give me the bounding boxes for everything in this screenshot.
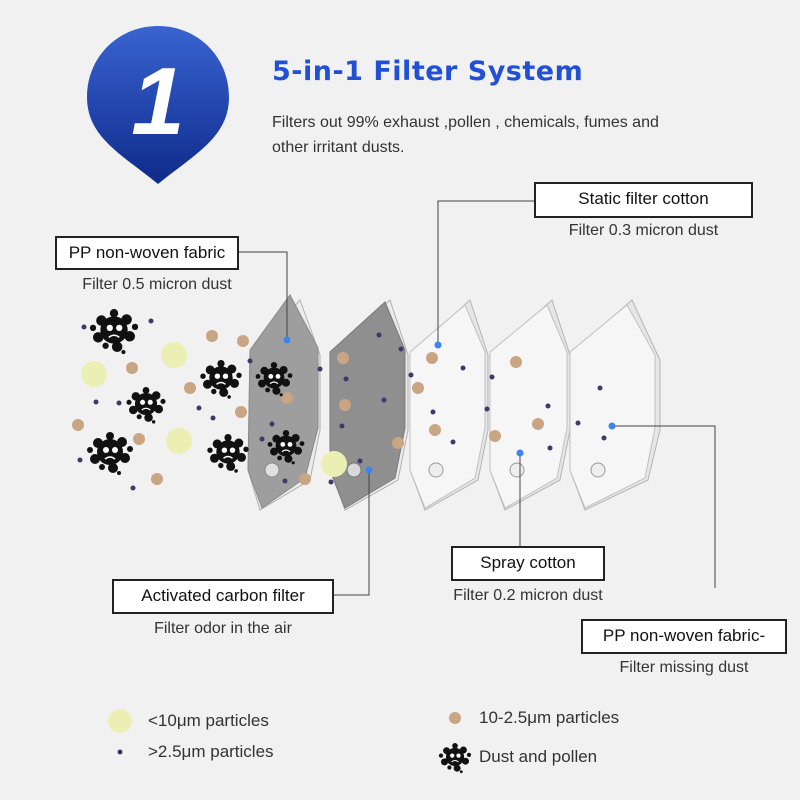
legend-small-label: >2.5μm particles <box>148 742 274 761</box>
layer-4-description: Filter 0.2 micron dust <box>453 587 603 604</box>
medium-particles <box>72 330 544 485</box>
layer-2-shape <box>329 299 409 511</box>
callout-dots <box>283 336 616 474</box>
large-particles <box>81 342 347 477</box>
legend-small-particles: >2.5μm particles <box>100 742 274 762</box>
page-subtitle: Filters out 99% exhaust ,pollen , chemic… <box>272 114 659 156</box>
layer-5-description: Filter missing dust <box>619 659 749 676</box>
yellow-circle-icon <box>100 708 140 734</box>
legend-large-label: <10μm particles <box>148 711 269 730</box>
legend-medium-label: 10-2.5μm particles <box>479 708 620 727</box>
layer-5-shape <box>569 299 661 511</box>
badge-number: 1 <box>131 48 184 155</box>
page-title: 5-in-1 Filter System <box>272 56 584 87</box>
legend-large-particles: <10μm particles <box>100 708 269 734</box>
legend-dust-pollen: Dust and pollen <box>435 740 597 774</box>
callout-lines <box>238 200 716 596</box>
layer-1-description: Filter 0.5 micron dust <box>82 276 232 293</box>
step-badge: 1 <box>87 26 229 184</box>
small-particles <box>77 318 607 491</box>
tan-dot-icon <box>435 710 475 726</box>
layer-3-label: Static filter cotton <box>534 182 753 218</box>
dust-pollen-icon <box>435 740 475 774</box>
layer-3-shape <box>409 299 489 511</box>
layer-4-label: Spray cotton <box>451 546 605 581</box>
layer-1-label: PP non-woven fabric <box>55 236 239 270</box>
layer-5-label: PP non-woven fabric- <box>581 619 787 654</box>
layer-3-description: Filter 0.3 micron dust <box>568 222 719 239</box>
legend-medium-particles: 10-2.5μm particles <box>435 708 619 728</box>
layer-2-description: Filter odor in the air <box>154 620 292 637</box>
layer-4-shape <box>489 299 571 511</box>
navy-dot-icon <box>100 747 140 757</box>
legend-dust-label: Dust and pollen <box>479 747 598 766</box>
layer-2-label: Activated carbon filter <box>112 579 334 614</box>
